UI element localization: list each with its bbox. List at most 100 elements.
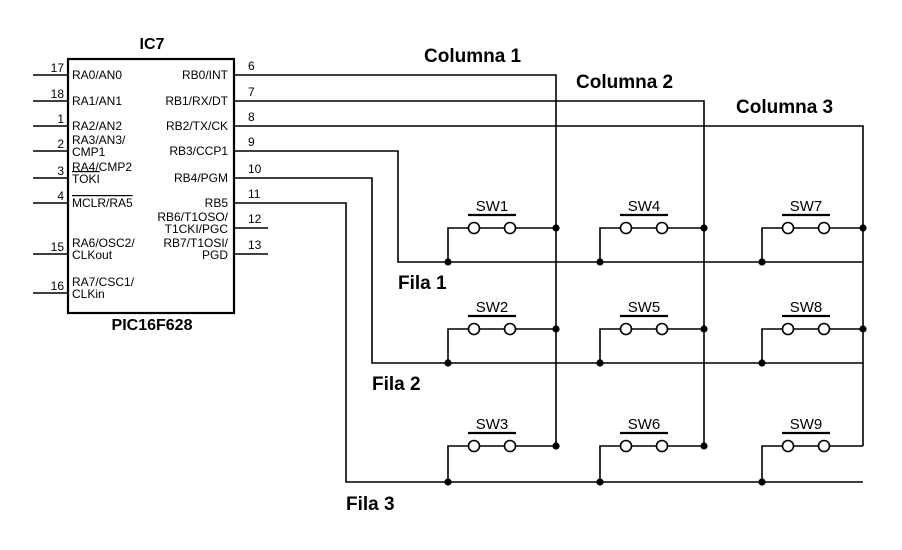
row-wire-1 — [268, 150, 863, 263]
pin-label-1-1: RA2/AN2 — [72, 119, 122, 133]
pin-label-16-2: CLKin — [72, 287, 105, 301]
column-wire-3 — [268, 125, 864, 446]
switch-contact-sw7-a — [781, 221, 795, 235]
column-junction-sw2 — [552, 325, 560, 333]
row-wire-3 — [268, 202, 863, 483]
pin-label-9-1: RB3/CCP1 — [169, 144, 228, 158]
switch-lead-left-sw3 — [447, 445, 468, 482]
switch-contact-sw1-b — [503, 221, 517, 235]
column-label-3: Columna 3 — [736, 97, 833, 118]
pin-number-10: 10 — [248, 162, 262, 176]
switch-contact-sw9-b — [817, 439, 831, 453]
pin-label-17-1: RA0/AN0 — [72, 68, 122, 82]
switch-label-sw7: SW7 — [790, 198, 823, 215]
column-label-1: Columna 1 — [424, 46, 522, 67]
switch-contact-sw6-b — [655, 439, 669, 453]
pin-label-10-1: RB4/PGM — [174, 171, 228, 185]
pin-label-13-1: RB7/T1OSI/ — [163, 236, 228, 250]
pin-number-1: 1 — [57, 112, 64, 126]
switch-contact-sw7-b — [817, 221, 831, 235]
pin-label-3-2: TOKI — [72, 172, 100, 186]
row-junction-sw4 — [596, 258, 604, 266]
switch-contact-sw8-b — [817, 322, 831, 336]
pin-label-15-2: CLKout — [72, 248, 113, 262]
pin-number-3: 3 — [57, 164, 64, 178]
switch-contact-sw4-b — [655, 221, 669, 235]
column-junction-sw7 — [859, 224, 867, 232]
row-junction-sw6 — [596, 478, 604, 486]
pin-number-2: 2 — [57, 137, 64, 151]
row-junction-sw7 — [758, 258, 766, 266]
pin-number-4: 4 — [57, 189, 64, 203]
column-wire-2 — [268, 100, 705, 446]
switch-lead-left-sw1 — [447, 227, 468, 262]
pin-number-12: 12 — [248, 212, 262, 226]
pin-label-6-1: RB0/INT — [182, 68, 229, 82]
row-junction-sw3 — [444, 478, 452, 486]
switch-contact-sw8-a — [781, 322, 795, 336]
column-label-2: Columna 2 — [576, 72, 673, 93]
ic-body — [66, 57, 236, 315]
pin-label-13-2: PGD — [202, 248, 228, 262]
switch-label-sw4: SW4 — [628, 198, 661, 215]
pin-number-16: 16 — [51, 279, 65, 293]
switch-label-sw3: SW3 — [476, 416, 509, 433]
switch-label-sw9: SW9 — [790, 416, 823, 433]
pin-label-2-2: CMP1 — [72, 145, 106, 159]
column-junction-sw1 — [552, 224, 560, 232]
switch-lead-left-sw5 — [599, 328, 620, 363]
pin-number-8: 8 — [248, 110, 255, 124]
pin-label-12-2: T1CKI/PGC — [165, 222, 229, 236]
switch-label-sw8: SW8 — [790, 299, 823, 316]
switch-contact-sw3-b — [503, 439, 517, 453]
column-junction-sw4 — [700, 224, 708, 232]
pin-number-11: 11 — [248, 187, 261, 201]
switch-lead-left-sw7 — [761, 227, 782, 262]
switch-contact-sw9-a — [781, 439, 795, 453]
switch-contact-sw3-a — [467, 439, 481, 453]
pin-number-7: 7 — [248, 85, 255, 99]
row-junction-sw9 — [758, 478, 766, 486]
switch-contact-sw2-b — [503, 322, 517, 336]
pin-label-11-1: RB5 — [205, 196, 229, 210]
pin-label-12-1: RB6/T1OSO/ — [157, 210, 228, 224]
switch-lead-left-sw4 — [599, 227, 620, 262]
column-junction-sw3 — [552, 442, 560, 450]
pin-label-8-1: RB2/TX/CK — [166, 119, 228, 133]
row-junction-sw1 — [444, 258, 452, 266]
pin-label-7-1: RB1/RX/DT — [165, 94, 228, 108]
row-label-2: Fila 2 — [372, 374, 421, 395]
row-label-1: Fila 1 — [398, 273, 447, 294]
switch-contact-sw5-b — [655, 322, 669, 336]
switch-lead-left-sw6 — [599, 445, 620, 482]
switch-label-sw2: SW2 — [476, 299, 509, 316]
switch-lead-left-sw8 — [761, 328, 782, 363]
pin-label-16-1: RA7/CSC1/ — [72, 275, 135, 289]
row-junction-sw2 — [444, 359, 452, 367]
pin-label-3-1: RA4/CMP2 — [72, 160, 132, 174]
pin-number-17: 17 — [51, 61, 65, 75]
ic-designator: IC7 — [140, 36, 165, 53]
pin-label-15-1: RA6/OSC2/ — [72, 236, 135, 250]
pin-number-9: 9 — [248, 135, 255, 149]
row-junction-sw8 — [758, 359, 766, 367]
row-wire-2 — [268, 177, 863, 364]
switch-lead-left-sw9 — [761, 445, 782, 482]
pin-label-4-1: MCLR/RA5 — [72, 196, 133, 210]
column-junction-sw6 — [700, 442, 708, 450]
switch-lead-left-sw2 — [447, 328, 468, 363]
pin-label-2-1: RA3/AN3/ — [72, 133, 126, 147]
switch-contact-sw6-a — [619, 439, 633, 453]
row-label-3: Fila 3 — [346, 494, 395, 515]
pin-number-15: 15 — [51, 240, 65, 254]
pin-label-18-1: RA1/AN1 — [72, 94, 122, 108]
pin-number-6: 6 — [248, 59, 255, 73]
ic-part-name: PIC16F628 — [112, 317, 193, 334]
switch-contact-sw4-a — [619, 221, 633, 235]
switch-label-sw1: SW1 — [476, 198, 509, 215]
switch-label-sw5: SW5 — [628, 299, 661, 316]
column-junction-sw5 — [700, 325, 708, 333]
switch-contact-sw1-a — [467, 221, 481, 235]
switch-contact-sw2-a — [467, 322, 481, 336]
